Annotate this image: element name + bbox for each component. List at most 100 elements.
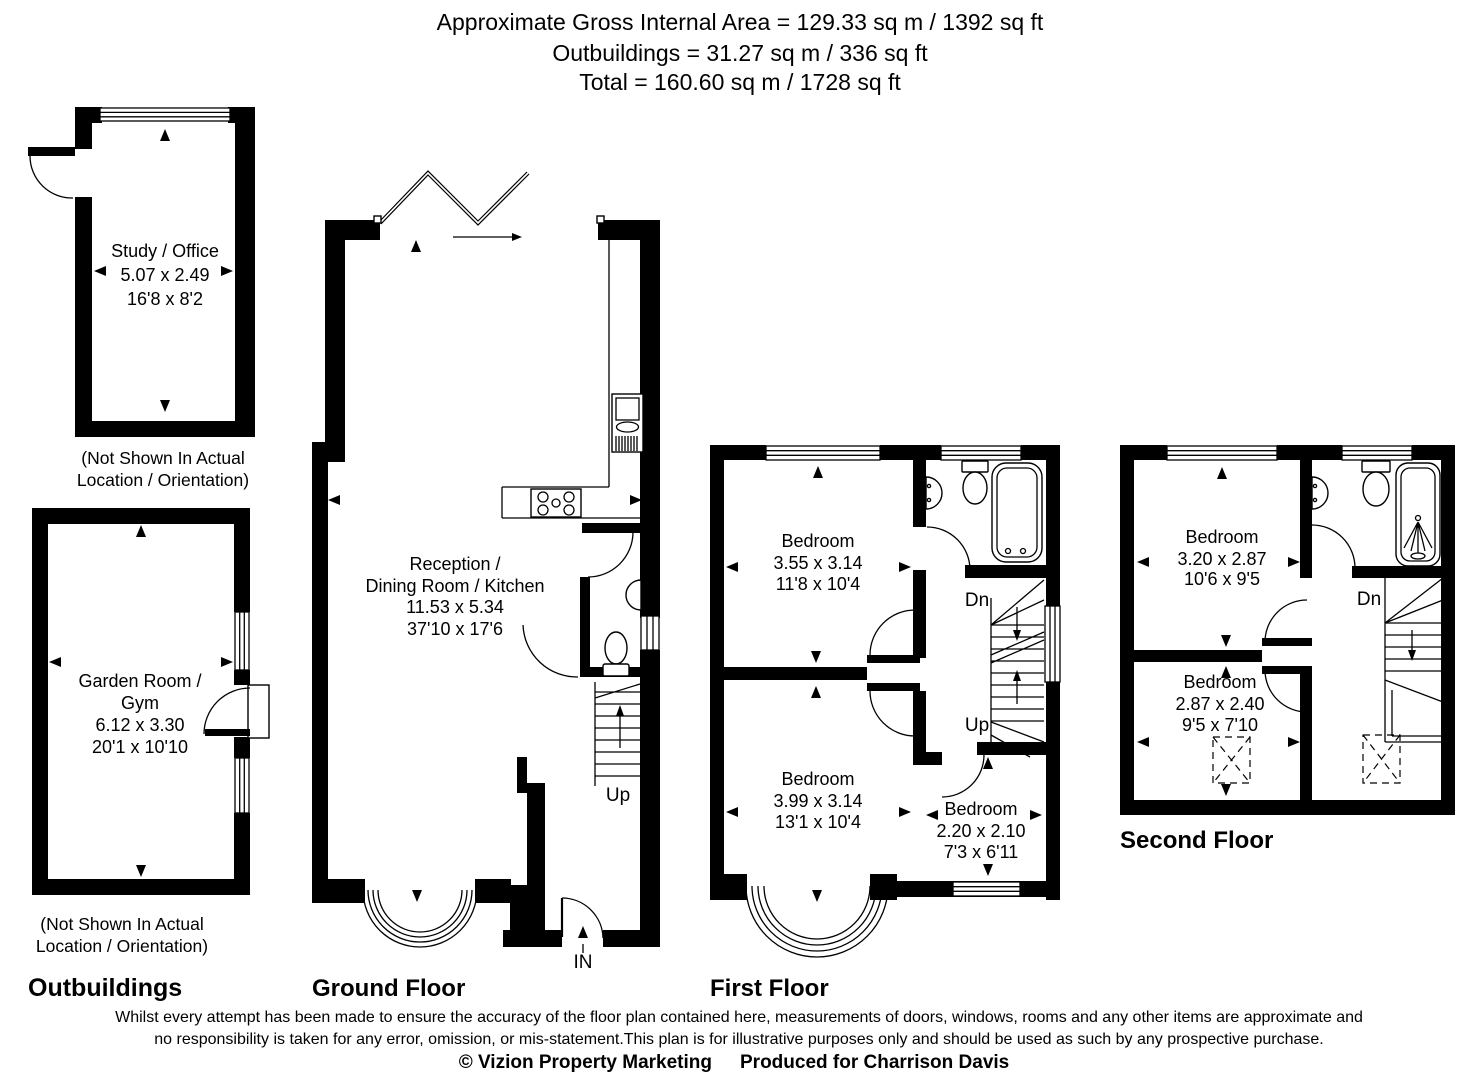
room-name: Bedroom: [1185, 527, 1258, 547]
copyright-text: © Vizion Property Marketing: [459, 1052, 712, 1073]
dimension-arrow-right: [893, 562, 911, 572]
garden-room-gym-room: Garden Room / Gym 6.12 x 3.30 20'1 x 10'…: [28, 508, 270, 1002]
bay-window: [362, 889, 478, 948]
room-size-metric: 3.99 x 3.14: [773, 791, 862, 811]
wc-sink-icon: [625, 579, 647, 611]
dimension-arrow-left: [726, 807, 744, 817]
room-name: Bedroom: [944, 799, 1017, 819]
footer: Whilst every attempt has been made to en…: [115, 1009, 1363, 1073]
window: [640, 615, 660, 651]
door: [203, 684, 270, 739]
dimension-arrow-left: [926, 810, 944, 820]
total-area-text: Total = 160.60 sq m / 1728 sq ft: [579, 69, 901, 95]
bathtub-icon: [991, 462, 1043, 563]
oven-icon: [611, 393, 644, 453]
dimension-arrow-right: [215, 657, 233, 667]
door-arc: [587, 532, 634, 578]
room-size-metric: 2.20 x 2.10: [936, 821, 1025, 841]
dimension-arrow-right: [1282, 737, 1300, 747]
dimension-arrow-down: [136, 859, 146, 877]
location-note: (Not Shown In Actual: [40, 914, 203, 934]
door-arc: [1311, 524, 1356, 569]
room-size-metric: 3.55 x 3.14: [773, 553, 862, 573]
door-arc: [869, 690, 916, 737]
open-direction-arrow: [512, 233, 522, 241]
dimension-arrow-up: [1217, 467, 1227, 485]
room-name: Reception /: [409, 554, 500, 574]
bay-window: [745, 885, 889, 958]
door-arc: [869, 609, 916, 656]
first-floor-plan: Bedroom 3.55 x 3.14 11'8 x 10'4 Bedroom …: [710, 445, 1061, 1002]
sink-icon: [925, 476, 943, 510]
dimension-arrow-down: [412, 884, 422, 902]
location-note: Location / Orientation): [77, 470, 249, 490]
dimension-arrow-right: [624, 495, 642, 505]
dimension-arrow-up: [136, 525, 146, 543]
room-size-imperial: 37'10 x 17'6: [407, 619, 503, 639]
dimension-arrow-up: [983, 757, 993, 775]
staircase-up-down: [990, 579, 1045, 758]
second-floor-plan: Bedroom 3.20 x 2.87 10'6 x 9'5 Bedroom 2…: [1120, 445, 1455, 854]
disclaimer-text: Whilst every attempt has been made to en…: [115, 1009, 1363, 1026]
toilet-icon: [1361, 460, 1391, 507]
window: [1166, 445, 1278, 461]
location-note: Location / Orientation): [36, 936, 208, 956]
wc-toilet-icon: [602, 631, 630, 677]
dimension-arrow-left: [328, 495, 346, 505]
stairs-down-label: Dn: [1357, 589, 1381, 610]
room-size-imperial: 11'8 x 10'4: [776, 574, 861, 594]
dimension-arrow-down: [811, 645, 821, 663]
outbuildings-title: Outbuildings: [28, 974, 182, 1002]
door-arc: [941, 754, 985, 798]
dimension-arrow-right: [215, 266, 233, 276]
window: [940, 445, 1022, 461]
room-size-metric: 2.87 x 2.40: [1175, 694, 1264, 714]
bathtub-icon: [1395, 462, 1441, 567]
room-size-imperial: 20'1 x 10'10: [92, 737, 188, 757]
room-name: Bedroom: [781, 769, 854, 789]
dimension-arrow-up: [160, 129, 170, 147]
room-size-metric: 3.20 x 2.87: [1177, 549, 1266, 569]
stairs-down-label: Dn: [965, 590, 989, 611]
room-name: Study / Office: [111, 241, 219, 261]
room-size-imperial: 9'5 x 7'10: [1182, 715, 1258, 735]
room-name: Dining Room / Kitchen: [365, 576, 544, 596]
room-name: Bedroom: [781, 531, 854, 551]
room-name: Gym: [121, 693, 159, 713]
stairs-up-label: Up: [606, 785, 630, 806]
dimension-arrow-left: [1137, 557, 1155, 567]
toilet-icon: [961, 460, 989, 505]
window: [234, 611, 250, 671]
dimension-arrow-right: [893, 807, 911, 817]
eaves-storage-box: [1362, 734, 1401, 784]
dimension-arrow-down: [160, 394, 170, 412]
bifold-door: [373, 170, 605, 241]
ground-floor-title: Ground Floor: [312, 975, 465, 1002]
room-size-metric: 6.12 x 3.30: [95, 715, 184, 735]
gross-internal-area-text: Approximate Gross Internal Area = 129.33…: [437, 9, 1044, 35]
room-size-imperial: 13'1 x 10'4: [775, 812, 861, 832]
study-office-room: Study / Office 5.07 x 2.49 16'8 x 8'2 (N…: [28, 107, 255, 490]
window: [1044, 605, 1061, 683]
dimension-arrow-up: [811, 686, 821, 704]
dimension-arrow-left: [94, 266, 112, 276]
window: [99, 107, 231, 122]
dimension-arrow-down: [1221, 629, 1231, 647]
location-note: (Not Shown In Actual: [81, 448, 244, 468]
room-name: Garden Room /: [78, 671, 201, 691]
room-size-imperial: 10'6 x 9'5: [1184, 569, 1260, 589]
door-arc: [1264, 599, 1308, 643]
dimension-arrow-left: [726, 562, 744, 572]
first-floor-title: First Floor: [710, 975, 829, 1002]
door-arc: [522, 624, 579, 678]
room-size-imperial: 7'3 x 6'11: [944, 842, 1019, 862]
kitchen-counter: [501, 240, 640, 519]
produced-for-text: Produced for Charrison Davis: [740, 1052, 1009, 1073]
dimension-arrow-down: [1221, 778, 1231, 796]
eaves-storage-box: [1212, 736, 1251, 784]
door: [28, 147, 75, 199]
room-name: Bedroom: [1183, 672, 1256, 692]
second-floor-title: Second Floor: [1120, 827, 1273, 854]
dimension-arrow-left: [49, 657, 67, 667]
